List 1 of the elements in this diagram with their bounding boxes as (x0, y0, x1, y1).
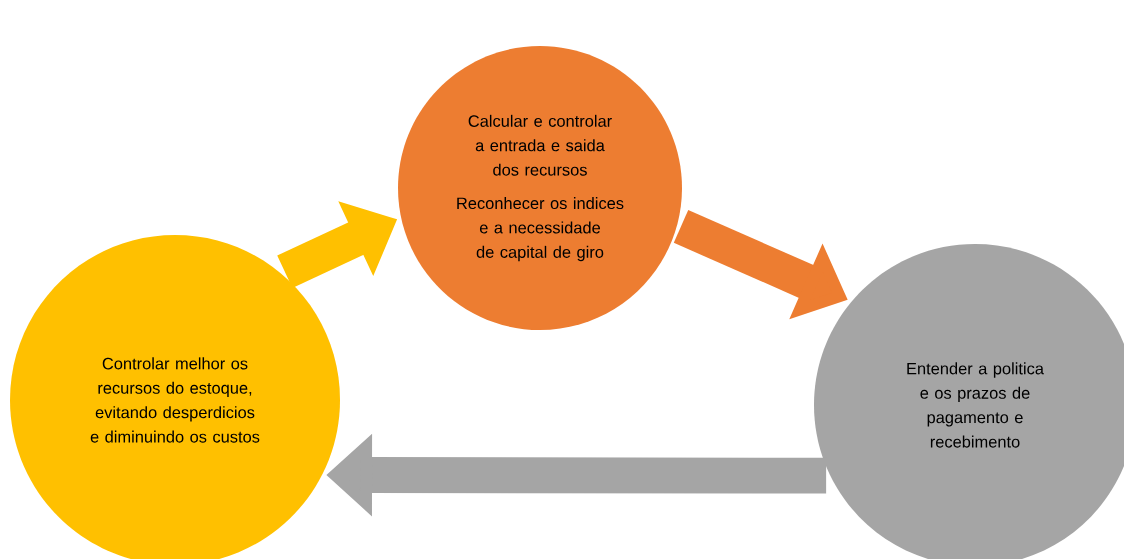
circle-node: Calcular e controlar a entrada e saida dos recursos Reconhecer os indices e a necessidade de capital de giro (398, 46, 682, 330)
